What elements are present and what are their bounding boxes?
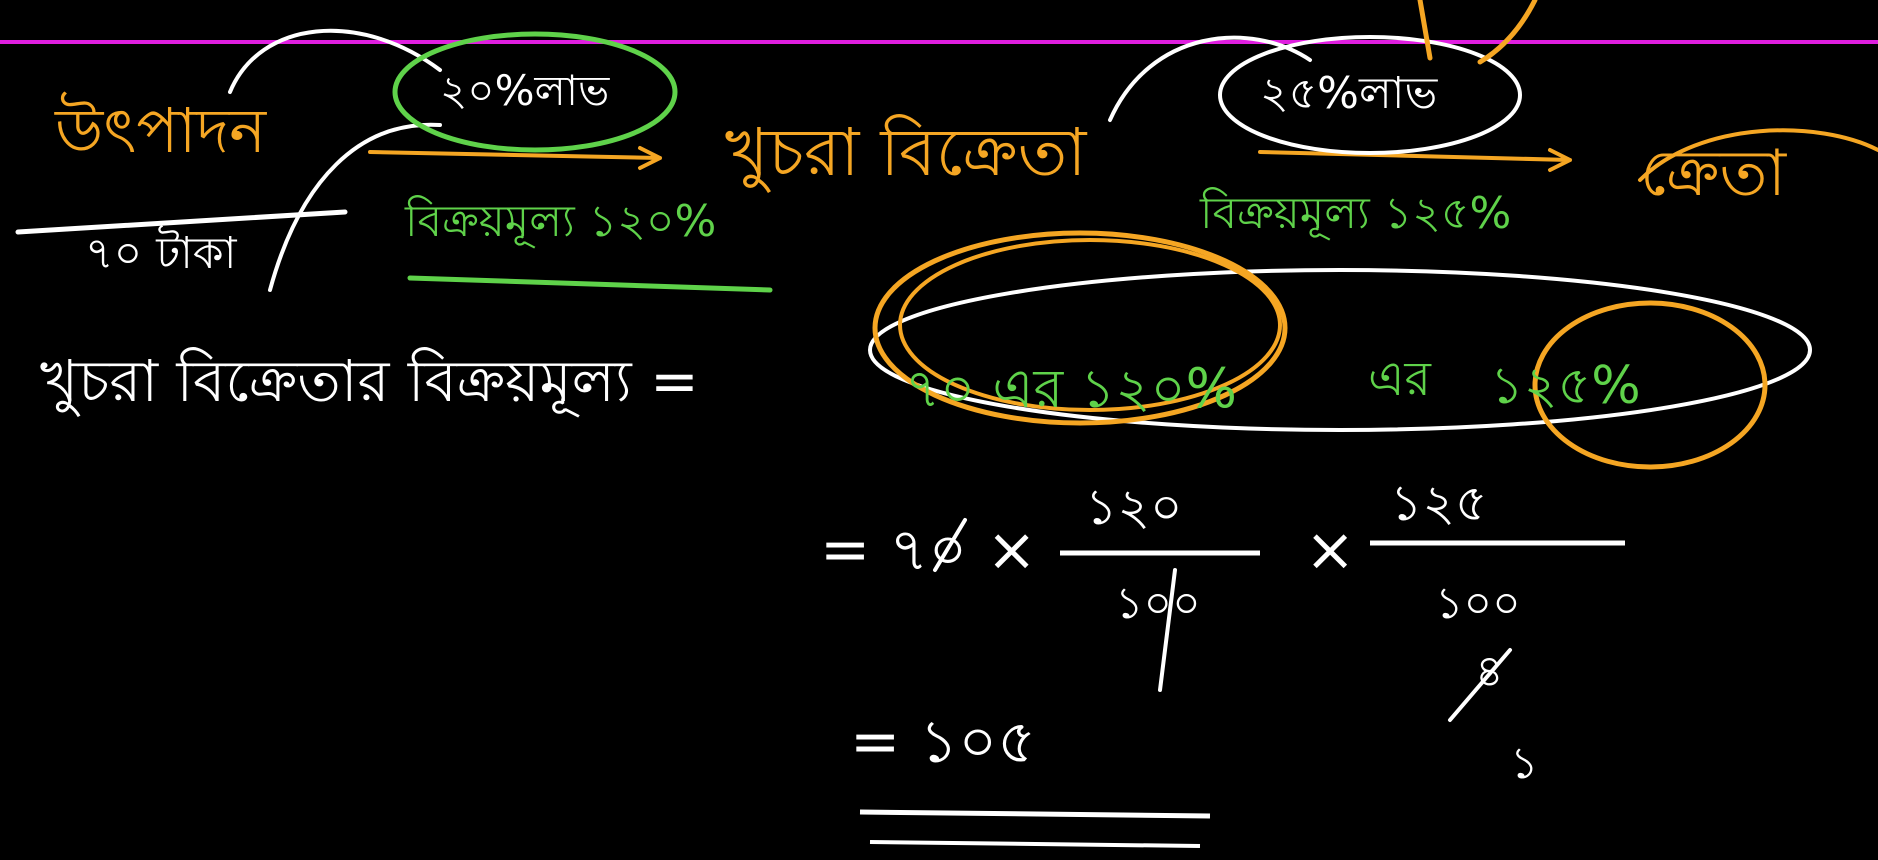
- producer-cost: ৭০ টাকা: [85, 228, 237, 279]
- retailer-label: খুচরা বিক্রেতা: [725, 114, 1087, 191]
- cancel-stroke-frac1: [1158, 568, 1177, 692]
- profit-2-circle: [1218, 35, 1522, 155]
- term-1-orange-circle: [872, 230, 1288, 426]
- fraction-1-numerator: ১২০: [1085, 478, 1183, 536]
- curve-arrow-2: [268, 122, 442, 292]
- sale-price-1-label: বিক্রয়মূল্য ১২০%: [405, 196, 717, 247]
- cancel-result-1: ১: [1510, 738, 1539, 789]
- term-2: ১২৫%: [1490, 356, 1641, 416]
- cancel-result-4: ৪: [1475, 646, 1504, 697]
- connector-word: এর: [1368, 351, 1431, 407]
- fraction-1-denominator: ১০০: [1115, 578, 1201, 629]
- result: = ১০৫: [850, 707, 1037, 777]
- sale-price-1-underline: [407, 275, 773, 293]
- term-2-orange-circle: [1532, 300, 1768, 470]
- producer-underline: [15, 209, 348, 235]
- buyer-label: ক্রেতা: [1640, 137, 1787, 211]
- cancel-stroke-70: [933, 518, 967, 572]
- result-underline-2: [869, 840, 1201, 848]
- profit-1-circle: [392, 31, 678, 153]
- fraction-2-numerator: ১২৫: [1390, 474, 1488, 532]
- term-1-orange-circle-2: [898, 238, 1282, 412]
- times-sign: ×: [1305, 515, 1356, 585]
- arrow-1: [368, 146, 662, 170]
- equation-label: খুচরা বিক্রেতার বিক্রয়মূল্য =: [40, 347, 699, 415]
- cancel-stroke-frac2: [1448, 648, 1512, 722]
- result-underline-1: [859, 809, 1211, 819]
- curve-arrow-1: [228, 28, 442, 94]
- arrow-2: [1258, 148, 1572, 172]
- sale-price-2-label: বিক্রয়মূল্য ১২৫%: [1200, 188, 1512, 239]
- buyer-swoosh: [1638, 128, 1878, 182]
- fraction-2-denominator: ১০০: [1435, 578, 1521, 629]
- expression-ellipse: [868, 268, 1812, 432]
- calc-start: = ৭০ ×: [820, 515, 1037, 585]
- term-1: ৭০ এর ১২০%: [905, 357, 1237, 420]
- profit-2-label: ২৫%লাভ: [1260, 68, 1438, 119]
- profit-1-label: ২০%লাভ: [440, 66, 610, 115]
- orange-arrow-top: [1417, 0, 1538, 65]
- producer-label: উৎপাদন: [55, 94, 267, 167]
